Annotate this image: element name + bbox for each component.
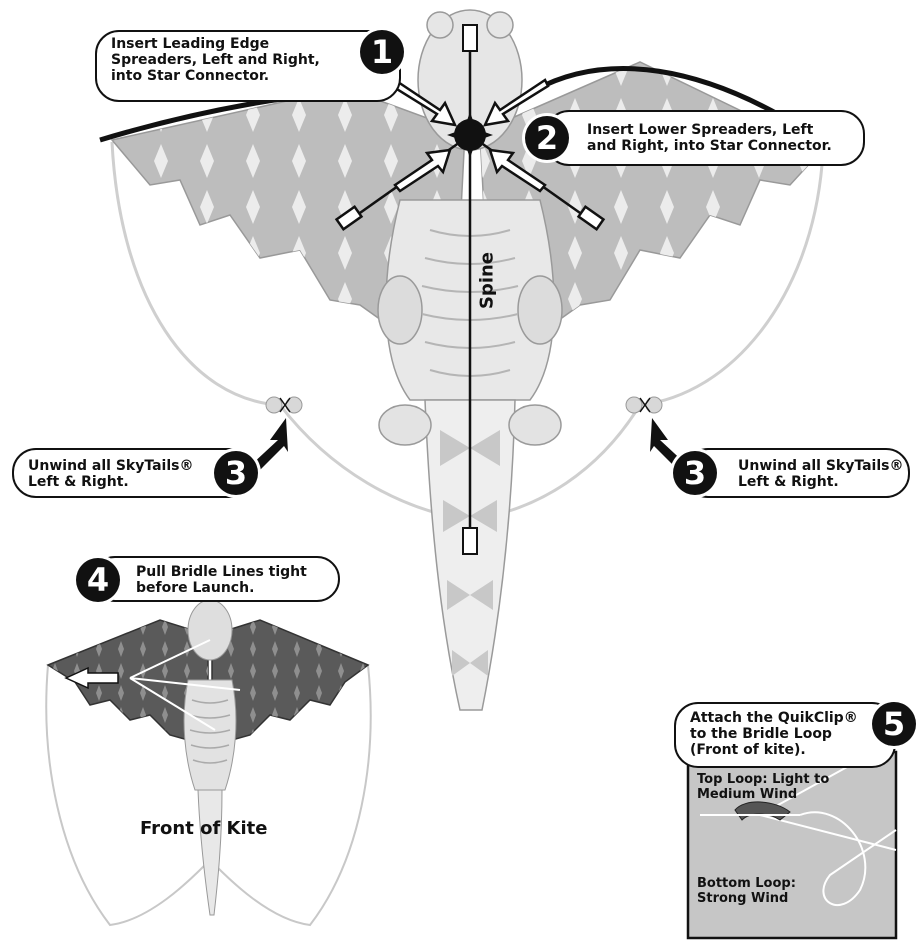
quikclip-inset bbox=[688, 740, 896, 938]
top-loop-text: Top Loop: Light to Medium Wind bbox=[697, 772, 829, 802]
step-4-badge: 4 bbox=[76, 558, 120, 602]
front-of-kite-illustration bbox=[46, 600, 370, 925]
step-3-left-badge: 3 bbox=[214, 451, 258, 495]
step-2-badge: 2 bbox=[525, 116, 569, 160]
top-loop-line-1: Top Loop: Light to bbox=[697, 772, 829, 787]
step-1-line-2: Spreaders, Left and Right, bbox=[111, 52, 385, 68]
step-3-right-callout: Unwind all SkyTails® Left & Right. bbox=[684, 448, 910, 498]
step-4-line-2: before Launch. bbox=[136, 580, 324, 596]
step-3-right-badge: 3 bbox=[673, 451, 717, 495]
step-1-badge: 1 bbox=[360, 30, 404, 74]
step-3-left-line-1: Unwind all SkyTails® bbox=[28, 458, 236, 474]
step-2-callout: Insert Lower Spreaders, Left and Right, … bbox=[545, 110, 865, 166]
bottom-loop-line-2: Strong Wind bbox=[697, 891, 796, 906]
spine-label: Spine bbox=[477, 246, 498, 316]
step-2-line-2: and Right, into Star Connector. bbox=[587, 138, 849, 154]
step-3-left-line-2: Left & Right. bbox=[28, 474, 236, 490]
step-5-line-2: to the Bridle Loop bbox=[690, 726, 880, 742]
bottom-loop-line-1: Bottom Loop: bbox=[697, 876, 796, 891]
bottom-loop-text: Bottom Loop: Strong Wind bbox=[697, 876, 796, 906]
step-5-line-1: Attach the QuikClip® bbox=[690, 710, 880, 726]
step-5-line-3: (Front of kite). bbox=[690, 742, 880, 758]
step-1-line-3: into Star Connector. bbox=[111, 68, 385, 84]
step-3-right-line-2: Left & Right. bbox=[738, 474, 894, 490]
step-3-right-line-1: Unwind all SkyTails® bbox=[738, 458, 894, 474]
step-1-line-1: Insert Leading Edge bbox=[111, 36, 385, 52]
step-2-line-1: Insert Lower Spreaders, Left bbox=[587, 122, 849, 138]
step-1-callout: Insert Leading Edge Spreaders, Left and … bbox=[95, 30, 401, 102]
step-5-callout: Attach the QuikClip® to the Bridle Loop … bbox=[674, 702, 896, 768]
step-4-callout: Pull Bridle Lines tight before Launch. bbox=[92, 556, 340, 602]
front-of-kite-label: Front of Kite bbox=[140, 818, 267, 839]
top-loop-line-2: Medium Wind bbox=[697, 787, 829, 802]
step-4-line-1: Pull Bridle Lines tight bbox=[136, 564, 324, 580]
step-5-badge: 5 bbox=[872, 702, 916, 746]
